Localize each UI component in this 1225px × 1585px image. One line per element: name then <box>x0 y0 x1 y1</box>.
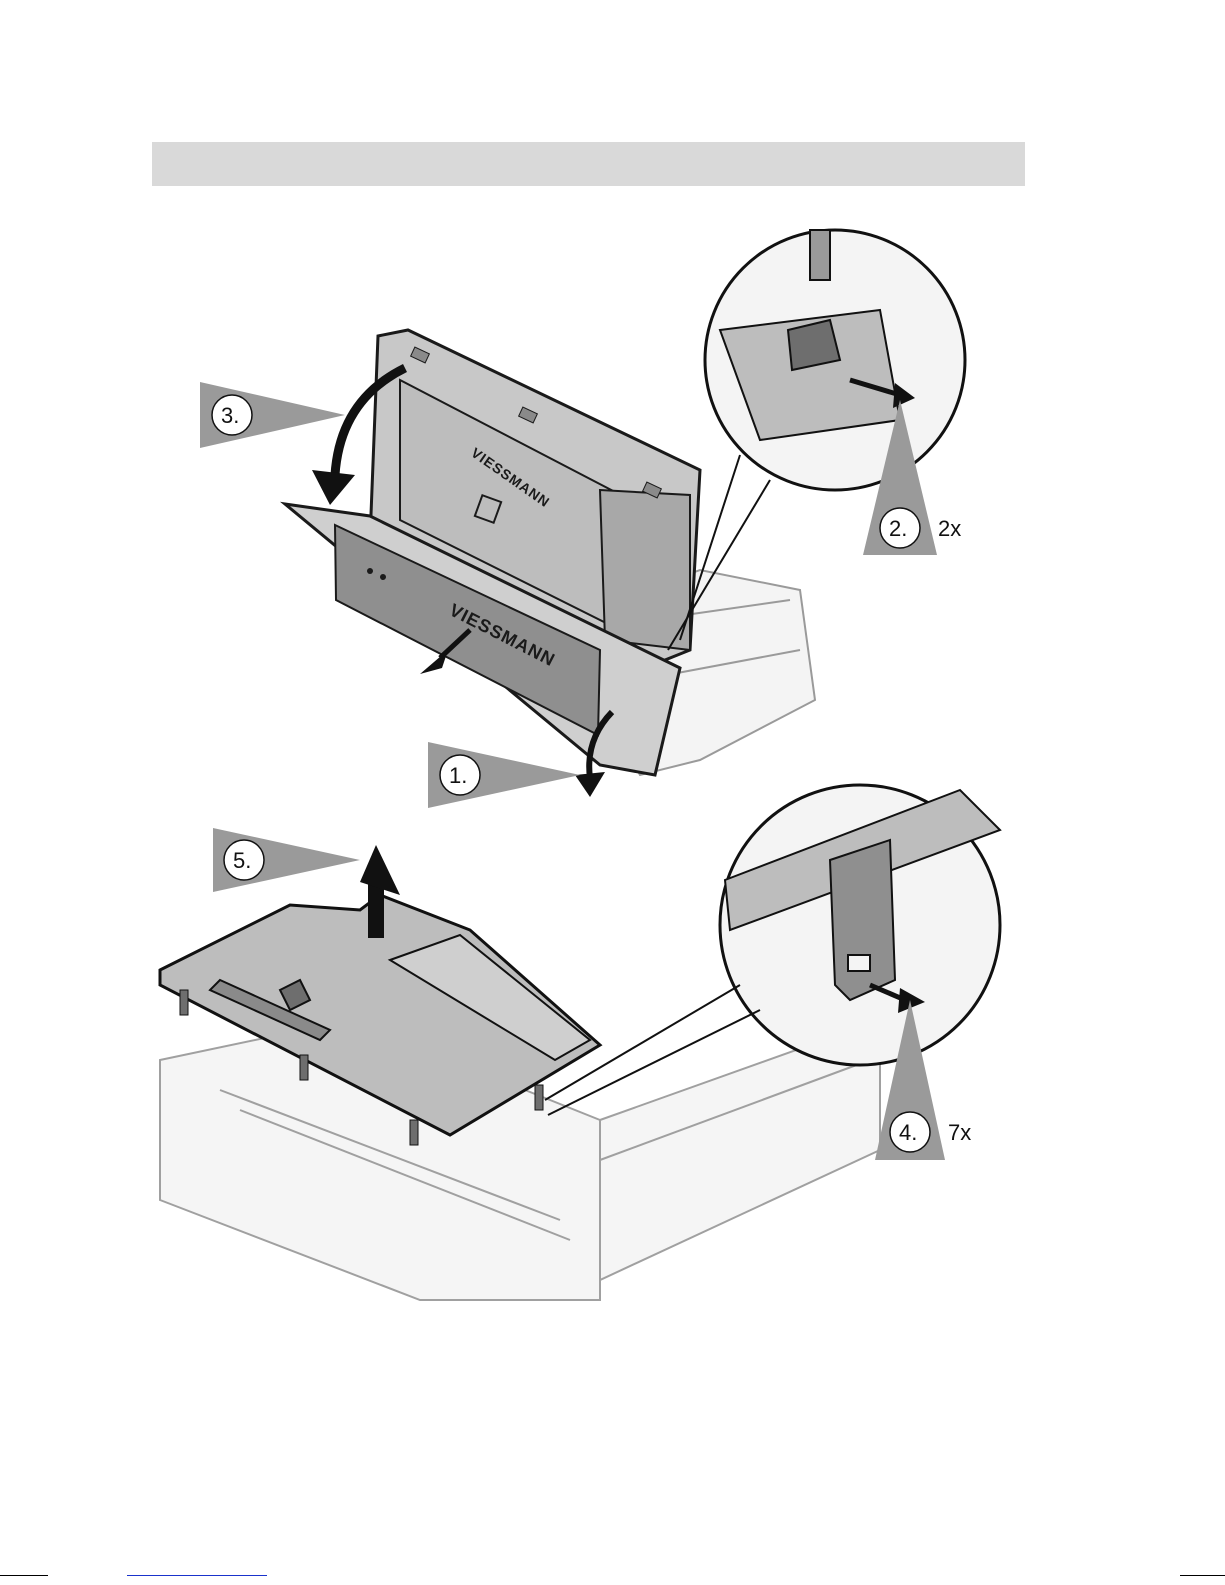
step-3-label: 3. <box>221 403 239 428</box>
footer-rule-left <box>0 1575 48 1576</box>
step-4-label: 4. <box>899 1120 917 1145</box>
step-3-callout: 3. <box>200 382 345 448</box>
step-1-label: 1. <box>449 763 467 788</box>
step-4-count: 7x <box>948 1120 971 1145</box>
step-2-count: 2x <box>938 516 961 541</box>
footer-rule-right <box>1180 1575 1225 1576</box>
step-1-callout: 1. <box>428 742 580 808</box>
footer-link-underline[interactable] <box>127 1575 267 1576</box>
step-5-callout: 5. <box>213 828 360 892</box>
step-5-label: 5. <box>233 848 251 873</box>
step-2-label: 2. <box>889 516 907 541</box>
